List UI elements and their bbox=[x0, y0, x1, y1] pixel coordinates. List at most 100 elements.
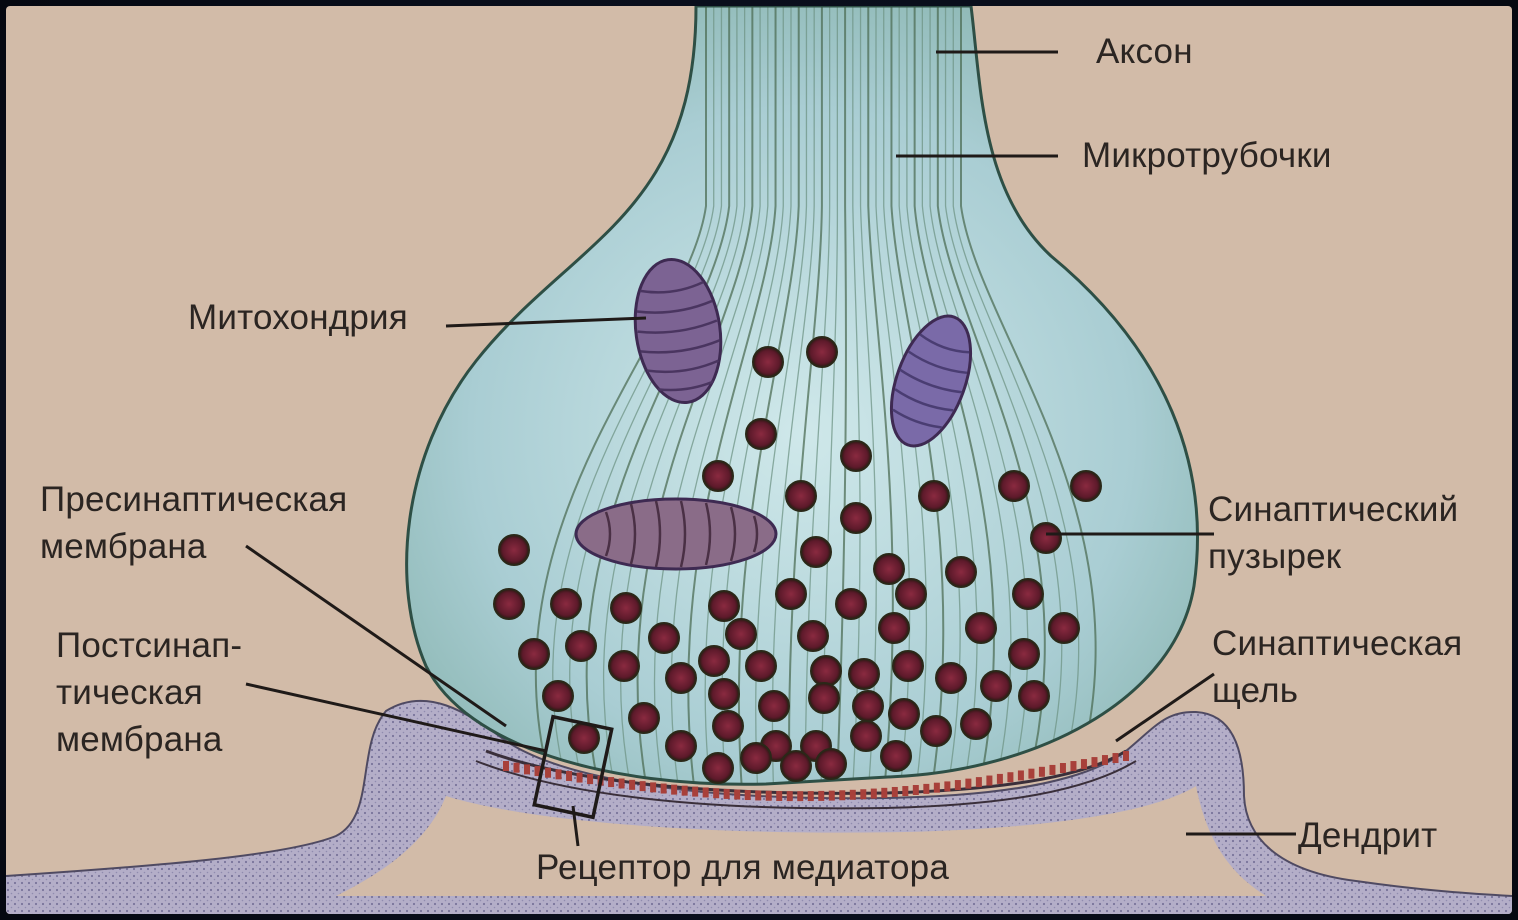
synaptic-vesicle bbox=[551, 589, 581, 619]
receptor bbox=[818, 791, 824, 801]
receptor bbox=[902, 786, 908, 796]
synaptic-vesicle bbox=[936, 663, 966, 693]
synaptic-vesicle bbox=[841, 503, 871, 533]
axon-terminal bbox=[407, 6, 1198, 796]
synaptic-vesicle bbox=[776, 579, 806, 609]
synaptic-vesicle bbox=[816, 749, 846, 779]
label-cleft-line2: щель bbox=[1212, 667, 1462, 714]
receptor bbox=[934, 783, 940, 793]
synaptic-vesicle bbox=[741, 743, 771, 773]
receptor bbox=[556, 769, 562, 779]
synaptic-vesicle bbox=[966, 613, 996, 643]
synaptic-vesicle bbox=[499, 535, 529, 565]
synaptic-vesicle bbox=[709, 591, 739, 621]
receptor bbox=[1123, 751, 1129, 761]
synaptic-vesicle bbox=[611, 593, 641, 623]
receptor bbox=[703, 787, 709, 797]
receptor bbox=[1102, 755, 1108, 765]
receptor bbox=[955, 780, 961, 790]
label-presynaptic-membrane: Пресинаптическая мембрана bbox=[40, 476, 347, 570]
receptor bbox=[587, 774, 593, 784]
receptor bbox=[1112, 753, 1118, 763]
synaptic-vesicle bbox=[703, 461, 733, 491]
label-postsynaptic-line2: тическая bbox=[56, 669, 242, 716]
synaptic-vesicle bbox=[811, 656, 841, 686]
synaptic-vesicle bbox=[893, 651, 923, 681]
receptor bbox=[913, 785, 919, 795]
receptor bbox=[965, 779, 971, 789]
synaptic-vesicle bbox=[849, 659, 879, 689]
receptor bbox=[860, 789, 866, 799]
synaptic-vesicle bbox=[1009, 639, 1039, 669]
receptor bbox=[776, 791, 782, 801]
synaptic-vesicle bbox=[881, 741, 911, 771]
label-postsynaptic-line3: мембрана bbox=[56, 716, 242, 763]
synaptic-vesicle bbox=[999, 471, 1029, 501]
synaptic-vesicle bbox=[713, 711, 743, 741]
receptor bbox=[1018, 770, 1024, 780]
receptor bbox=[577, 773, 583, 783]
receptor bbox=[640, 781, 646, 791]
receptor bbox=[524, 764, 530, 774]
receptor bbox=[1049, 765, 1055, 775]
synaptic-vesicle bbox=[1031, 523, 1061, 553]
receptor bbox=[629, 780, 635, 790]
synaptic-vesicle bbox=[921, 716, 951, 746]
receptor bbox=[881, 788, 887, 798]
label-synaptic-vesicle: Синаптический пузырек bbox=[1208, 486, 1458, 580]
label-axon: Аксон bbox=[1096, 28, 1193, 75]
synaptic-vesicle bbox=[946, 557, 976, 587]
label-receptor: Рецептор для медиатора bbox=[536, 844, 949, 891]
synaptic-vesicle bbox=[841, 441, 871, 471]
synaptic-vesicle bbox=[566, 631, 596, 661]
receptor bbox=[724, 789, 730, 799]
receptor bbox=[871, 789, 877, 799]
receptor bbox=[650, 782, 656, 792]
synaptic-vesicle bbox=[1071, 471, 1101, 501]
synaptic-vesicle bbox=[649, 623, 679, 653]
diagram-panel: Аксон Микротрубочки Митохондрия Пресинап… bbox=[6, 6, 1512, 914]
receptor bbox=[661, 784, 667, 794]
synaptic-vesicle bbox=[896, 579, 926, 609]
synaptic-vesicle bbox=[666, 663, 696, 693]
synaptic-vesicle bbox=[836, 589, 866, 619]
label-vesicle-line1: Синаптический bbox=[1208, 486, 1458, 533]
receptor bbox=[1060, 763, 1066, 773]
synaptic-vesicle bbox=[709, 679, 739, 709]
synaptic-vesicle bbox=[781, 751, 811, 781]
synaptic-vesicle bbox=[879, 613, 909, 643]
synaptic-vesicle bbox=[1013, 579, 1043, 609]
receptor bbox=[545, 768, 551, 778]
synaptic-vesicle bbox=[519, 639, 549, 669]
receptor bbox=[713, 788, 719, 798]
receptor bbox=[808, 791, 814, 801]
receptor bbox=[1007, 772, 1013, 782]
receptor bbox=[986, 776, 992, 786]
synaptic-vesicle bbox=[809, 683, 839, 713]
synaptic-vesicle bbox=[1049, 613, 1079, 643]
receptor bbox=[745, 790, 751, 800]
synaptic-vesicle bbox=[494, 589, 524, 619]
receptor bbox=[766, 791, 772, 801]
receptor bbox=[797, 791, 803, 801]
receptor bbox=[566, 771, 572, 781]
label-presynaptic-line2: мембрана bbox=[40, 523, 347, 570]
synaptic-vesicle bbox=[759, 691, 789, 721]
synaptic-vesicle bbox=[569, 723, 599, 753]
synaptic-vesicle bbox=[853, 691, 883, 721]
synaptic-vesicle bbox=[786, 481, 816, 511]
receptor bbox=[850, 790, 856, 800]
receptor bbox=[514, 763, 520, 773]
synaptic-vesicle bbox=[851, 721, 881, 751]
receptor bbox=[944, 781, 950, 791]
receptor bbox=[682, 786, 688, 796]
synaptic-vesicle bbox=[699, 646, 729, 676]
label-presynaptic-line1: Пресинаптическая bbox=[40, 476, 347, 523]
synaptic-vesicle bbox=[919, 481, 949, 511]
synaptic-vesicle bbox=[629, 703, 659, 733]
receptor bbox=[892, 787, 898, 797]
receptor bbox=[619, 778, 625, 788]
synaptic-vesicle bbox=[753, 347, 783, 377]
receptor bbox=[923, 784, 929, 794]
